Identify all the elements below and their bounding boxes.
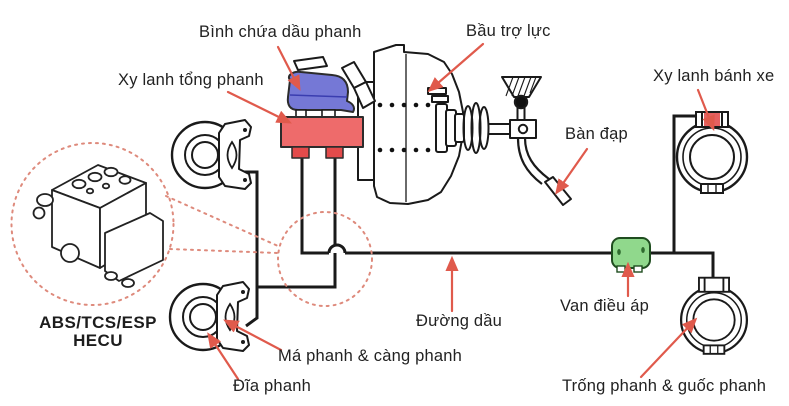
- line-front-circuit: [257, 155, 337, 289]
- label-abs-line2: HECU: [73, 331, 123, 350]
- label-drum-shoes: Trống phanh & guốc phanh: [562, 377, 767, 395]
- rear-lower-drum-brake: [679, 276, 749, 355]
- leader-pads-caliper: [223, 319, 283, 352]
- zoom-reference-graphics: [10, 142, 373, 307]
- brake-pedal-sketch: [501, 76, 572, 206]
- leader-lines: [207, 42, 715, 381]
- pressure-valve: [611, 237, 651, 273]
- abs-pump-motor: [60, 243, 80, 263]
- label-valve: Van điều áp: [560, 297, 650, 315]
- reservoir-body: [286, 70, 356, 113]
- brake-booster-sketch: [357, 44, 512, 205]
- abs-hecu-sketch: [32, 164, 164, 288]
- reservoir-cap: [293, 56, 328, 71]
- label-disc: Đĩa phanh: [233, 377, 311, 395]
- zoom-dotted-circle: [277, 211, 373, 307]
- label-master-cylinder: Xy lanh tổng phanh: [118, 71, 264, 89]
- leader-booster: [427, 42, 485, 93]
- zoom-connector-upper: [165, 195, 279, 247]
- pushrod-clevis: [509, 119, 537, 139]
- label-oil-line: Đường dầu: [416, 312, 503, 330]
- leader-wheel-cylinder: [696, 88, 715, 132]
- leader-master-cylinder: [226, 90, 292, 124]
- label-booster: Bầu trợ lực: [466, 22, 551, 40]
- line-rear-circuit-left: [300, 155, 329, 255]
- leader-drum-shoes: [639, 317, 698, 379]
- label-reservoir: Bình chứa dầu phanh: [199, 23, 362, 41]
- label-pedal: Bàn đạp: [565, 125, 628, 143]
- master-cylinder-port-right: [325, 146, 344, 159]
- leader-pedal: [555, 147, 589, 195]
- master-cylinder-body: [280, 116, 364, 148]
- master-cylinder-assembly: [280, 56, 376, 159]
- line-rear-circuit-main: [345, 251, 715, 282]
- front-lower-disc-brake: [168, 280, 251, 353]
- leader-disc: [207, 332, 240, 381]
- booster-rivets: [377, 102, 431, 153]
- label-pads-caliper: Má phanh & càng phanh: [278, 347, 463, 365]
- leader-reservoir: [276, 45, 301, 91]
- front-upper-disc-brake: [170, 118, 253, 191]
- abs-valve-block: [104, 212, 164, 282]
- mount-hatching: [505, 76, 537, 97]
- master-cylinder-port-left: [291, 146, 310, 159]
- label-abs-line1: ABS/TCS/ESP: [39, 313, 157, 332]
- label-abs-hecu: ABS/TCS/ESP HECU: [28, 314, 168, 350]
- line-front-left-branch: [242, 170, 259, 328]
- brake-line-network: [242, 114, 715, 328]
- line-rear-upper-branch: [672, 114, 700, 253]
- label-wheel-cylinder: Xy lanh bánh xe: [653, 67, 775, 85]
- pedal-pivot: [513, 94, 529, 110]
- line-crossover-hop: [327, 243, 347, 254]
- magnifier-dashed-circle: [10, 142, 175, 306]
- zoom-connector-lower: [169, 248, 279, 254]
